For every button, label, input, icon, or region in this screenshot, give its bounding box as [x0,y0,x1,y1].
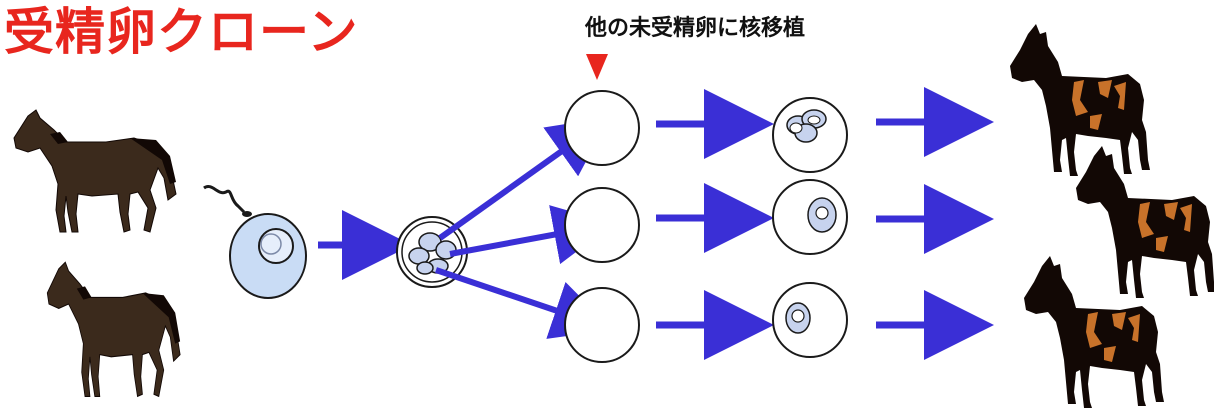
sperm-tail-icon [203,185,246,214]
nuclear-transfer-label: 他の未受精卵に核移植 [585,16,806,41]
sperm-head-icon [242,211,252,217]
unfertilized-egg-middle-icon [564,187,640,263]
clone-horse-top-icon [1010,24,1150,176]
clone-embryo-bottom-icon [772,282,848,358]
fertilized-egg-icon [229,213,307,299]
clone-embryo-middle-icon [772,179,848,255]
diagram-title: 受精卵クローン [4,3,359,61]
transfer-arrow-bottom [435,267,613,339]
clone-embryo-top-icon [772,97,848,173]
red-triangle-marker [586,54,608,80]
parent-horse-bottom-icon [46,261,181,397]
clone-horse-bottom-icon [1024,256,1164,408]
parent-horse-top-icon [13,109,177,233]
transfer-arrow-top [438,117,610,241]
unfertilized-egg-bottom-icon [564,287,640,363]
unfertilized-egg-top-icon [564,90,640,166]
